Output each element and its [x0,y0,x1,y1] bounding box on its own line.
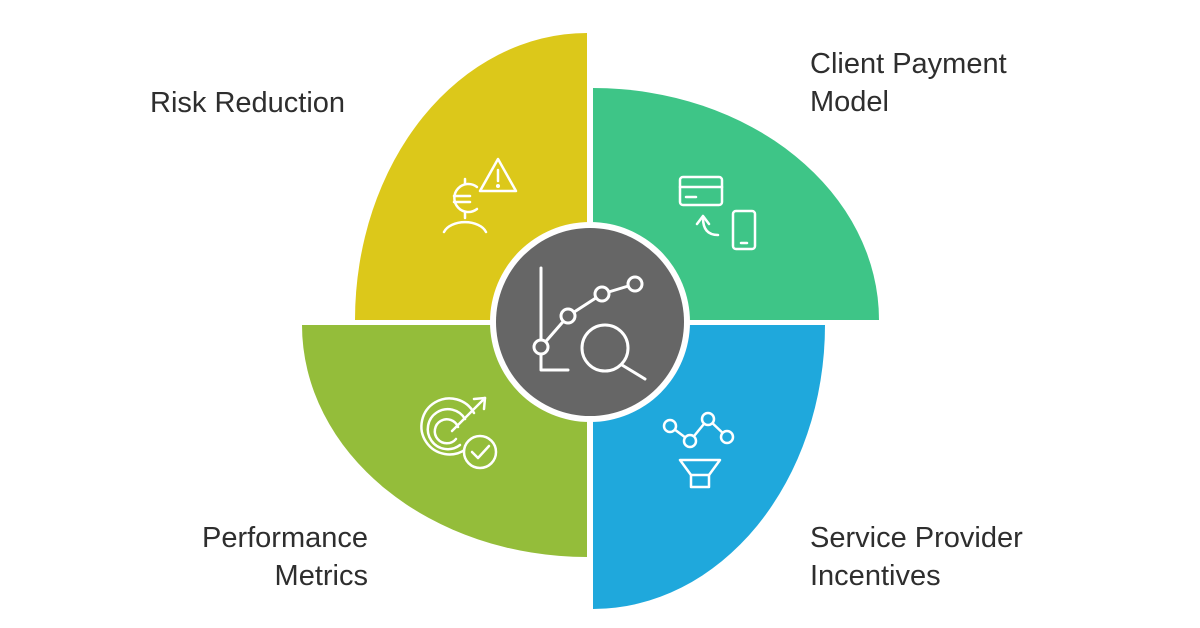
card-phone-transfer-icon [678,175,757,251]
label-line: Client Payment [810,48,1007,80]
label-risk-reduction: Risk Reduction [150,84,345,122]
label-line: Model [810,86,889,118]
label-line: Risk Reduction [150,87,346,119]
network-funnel-icon [662,411,735,489]
euro-person-warning-icon [442,157,518,234]
label-line: Service Provider [810,522,1023,554]
label-line: Incentives [810,560,941,592]
center-disc [496,228,684,416]
label-line: Metrics [274,560,368,592]
chart-magnifier-icon [532,266,647,381]
label-line: Performance [201,522,368,554]
label-client-payment-model: Client Payment Model [810,45,1007,121]
label-performance-metrics: Performance Metrics [202,519,368,595]
target-check-icon [420,396,498,470]
label-service-provider-incentives: Service Provider Incentives [810,519,1023,595]
